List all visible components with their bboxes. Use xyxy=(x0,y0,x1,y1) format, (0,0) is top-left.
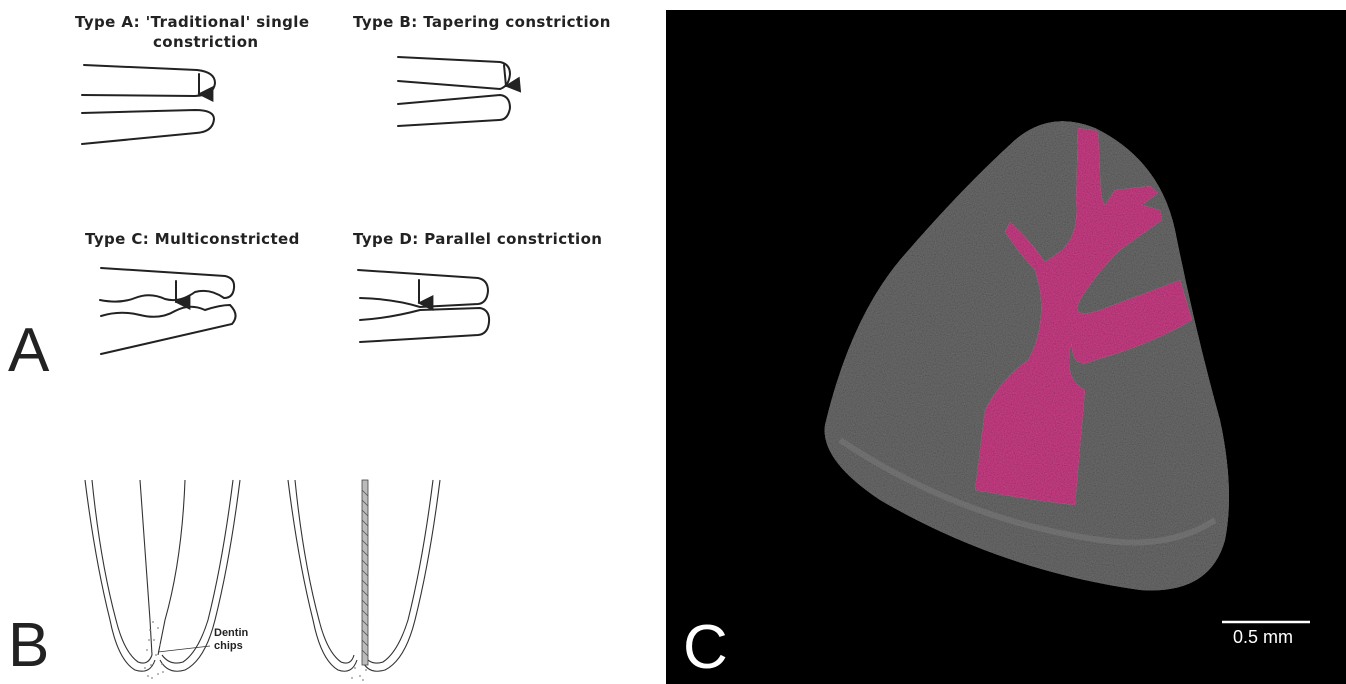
dentin-chips-label: Dentin chips xyxy=(214,627,248,653)
panel-b-letter: B xyxy=(8,615,49,677)
type-a-caption-line1: Type A: 'Traditional' single xyxy=(75,12,309,32)
type-b-diagram xyxy=(398,57,510,126)
dentin-leader-line xyxy=(158,646,210,652)
type-a-diagram xyxy=(82,65,215,144)
dentin-label-line1: Dentin xyxy=(214,627,248,640)
type-c-caption: Type C: Multiconstricted xyxy=(85,229,300,249)
dentin-label-line2: chips xyxy=(214,640,248,653)
panel-a xyxy=(82,57,510,354)
dentin-chips-right xyxy=(351,667,367,681)
type-d-caption: Type D: Parallel constriction xyxy=(353,229,602,249)
type-a-caption-line2: constriction xyxy=(75,32,309,52)
type-d-diagram xyxy=(358,270,489,342)
type-b-arrow xyxy=(504,65,506,86)
panel-a-letter: A xyxy=(8,320,49,382)
type-b-caption: Type B: Tapering constriction xyxy=(353,12,611,32)
panel-b xyxy=(85,480,440,681)
scale-label: 0.5 mm xyxy=(1233,627,1293,647)
panel-c-letter: C xyxy=(683,617,728,679)
panel-c xyxy=(666,10,1346,684)
type-c-diagram xyxy=(100,268,236,354)
file-instrument xyxy=(362,480,368,665)
type-a-caption: Type A: 'Traditional' single constrictio… xyxy=(75,12,309,52)
